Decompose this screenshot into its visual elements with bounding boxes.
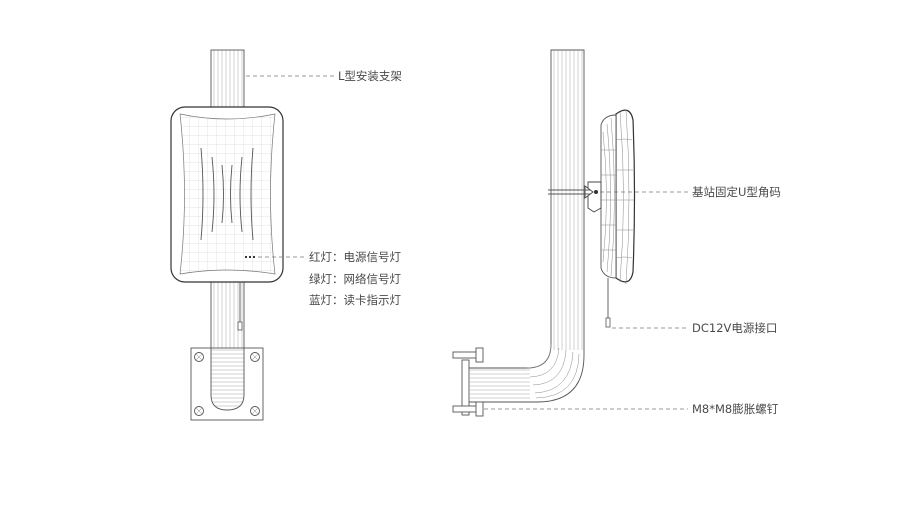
front-base-station (170, 106, 284, 283)
led-green (248, 255, 252, 259)
expansion-screw (452, 351, 479, 359)
label-led-green: 绿灯：网络信号灯 (309, 272, 401, 286)
label-power-port: DC12V电源接口 (692, 321, 777, 335)
front-mounting-plate (190, 347, 264, 421)
plate-bolt (194, 406, 204, 416)
label-l-bracket: L型安装支架 (338, 69, 402, 83)
side-u-angle-bracket (548, 181, 602, 213)
side-wall-plate (452, 347, 484, 417)
led-red (244, 255, 248, 259)
label-led-blue: 蓝灯：读卡指示灯 (309, 293, 401, 307)
plate-bolt (250, 406, 260, 416)
led-blue (252, 255, 256, 259)
plate-bolt (250, 352, 260, 362)
expansion-screw (452, 405, 479, 413)
side-base-station (600, 109, 636, 285)
plate-bolt (194, 352, 204, 362)
label-u-bracket: 基站固定U型角码 (692, 185, 781, 199)
front-view (170, 49, 334, 421)
side-view (452, 49, 688, 417)
label-screws: M8*M8膨胀螺钉 (692, 402, 779, 416)
side-power-cable (605, 278, 611, 328)
front-power-cable (237, 282, 243, 331)
label-led-red: 红灯：电源信号灯 (309, 250, 401, 264)
